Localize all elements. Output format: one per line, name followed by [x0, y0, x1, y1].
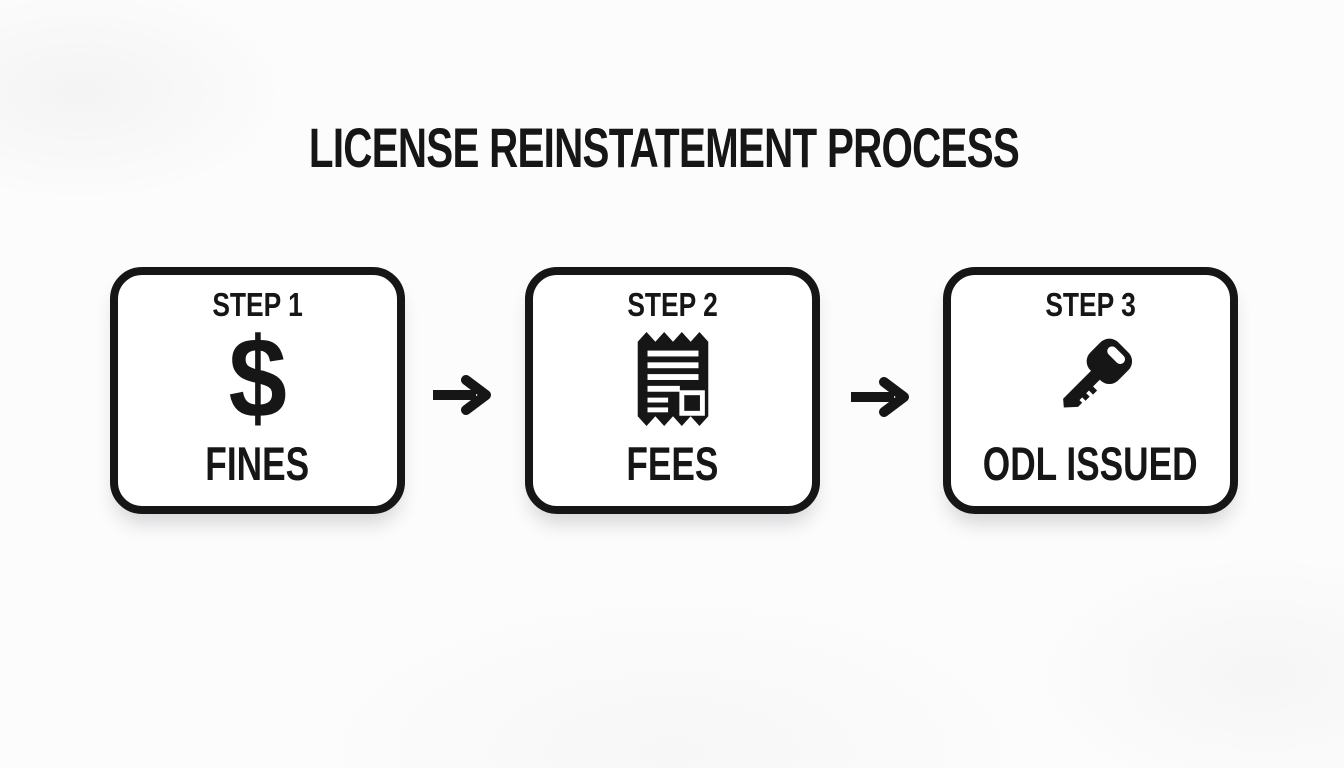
dollar-icon: $ — [228, 314, 287, 442]
step-title: ODL ISSUED — [983, 437, 1198, 491]
step-icon-area: $ — [124, 314, 391, 442]
step-box-fees: STEP 2 FEES — [525, 267, 820, 514]
step-icon-area — [957, 323, 1224, 440]
step-box-odl-issued: STEP 3 ODL ISSUED — [943, 267, 1238, 514]
key-icon — [1040, 329, 1142, 434]
step-icon-area — [539, 323, 806, 440]
step-title: FEES — [626, 437, 719, 491]
step-title: FINES — [205, 437, 310, 491]
step-number-label: STEP 3 — [1045, 286, 1136, 323]
step-box-fines: STEP 1 $ FINES — [110, 267, 405, 514]
arrow-right-icon — [428, 372, 498, 418]
arrow-right-icon — [846, 374, 916, 420]
receipt-icon — [633, 330, 713, 433]
step-number-label: STEP 2 — [627, 286, 718, 323]
page-title: LICENSE REINSTATEMENT PROCESS — [308, 116, 1020, 179]
step-number-label: STEP 1 — [212, 286, 303, 323]
